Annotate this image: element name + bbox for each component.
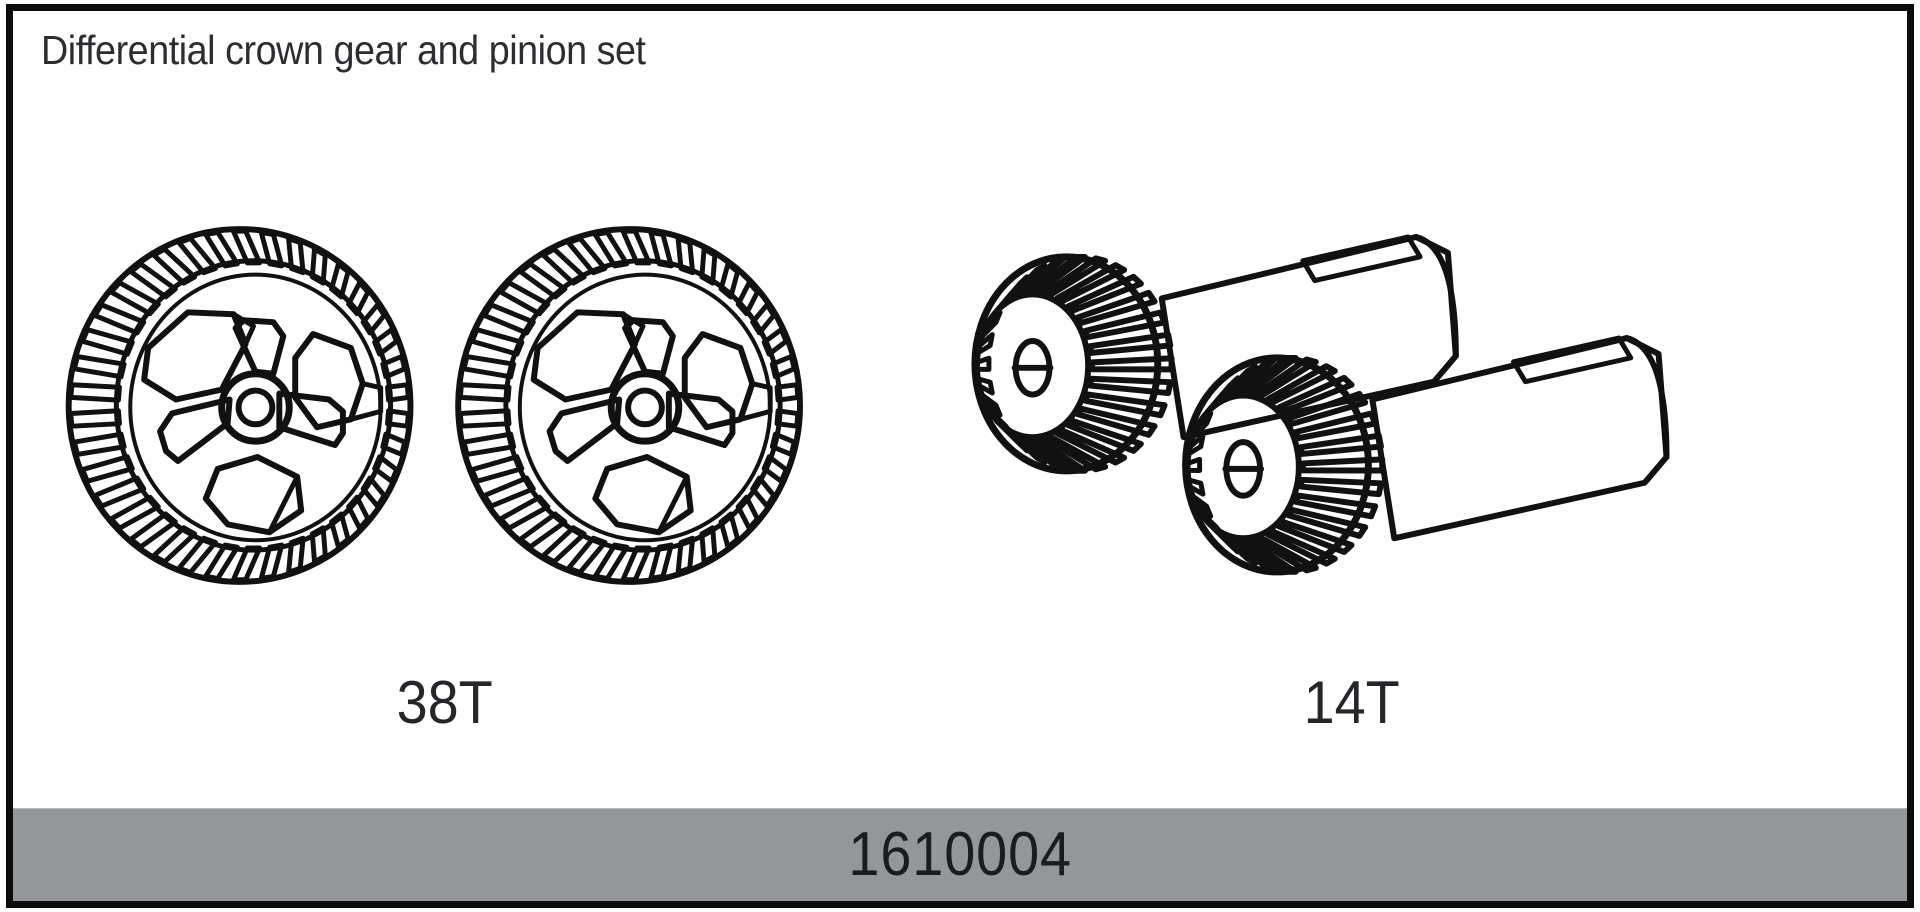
card-frame: Differential crown gear and pinion set — [6, 4, 1914, 908]
crown-gear-part-2 — [458, 229, 800, 582]
illustration-stage — [13, 11, 1907, 901]
part-number: 1610004 — [848, 820, 1072, 889]
part-number-bar: 1610004 — [13, 808, 1907, 901]
pinion-gear-teeth-label: 14T — [1303, 669, 1400, 736]
parts-line-drawing — [13, 11, 1907, 901]
crown-gear-teeth-label: 38T — [396, 669, 493, 736]
pinion-gear-part-2 — [1186, 338, 1667, 572]
pinion-gear-part-1 — [975, 237, 1456, 471]
crown-gear-part-1 — [69, 229, 411, 582]
page-title: Differential crown gear and pinion set — [41, 27, 646, 73]
